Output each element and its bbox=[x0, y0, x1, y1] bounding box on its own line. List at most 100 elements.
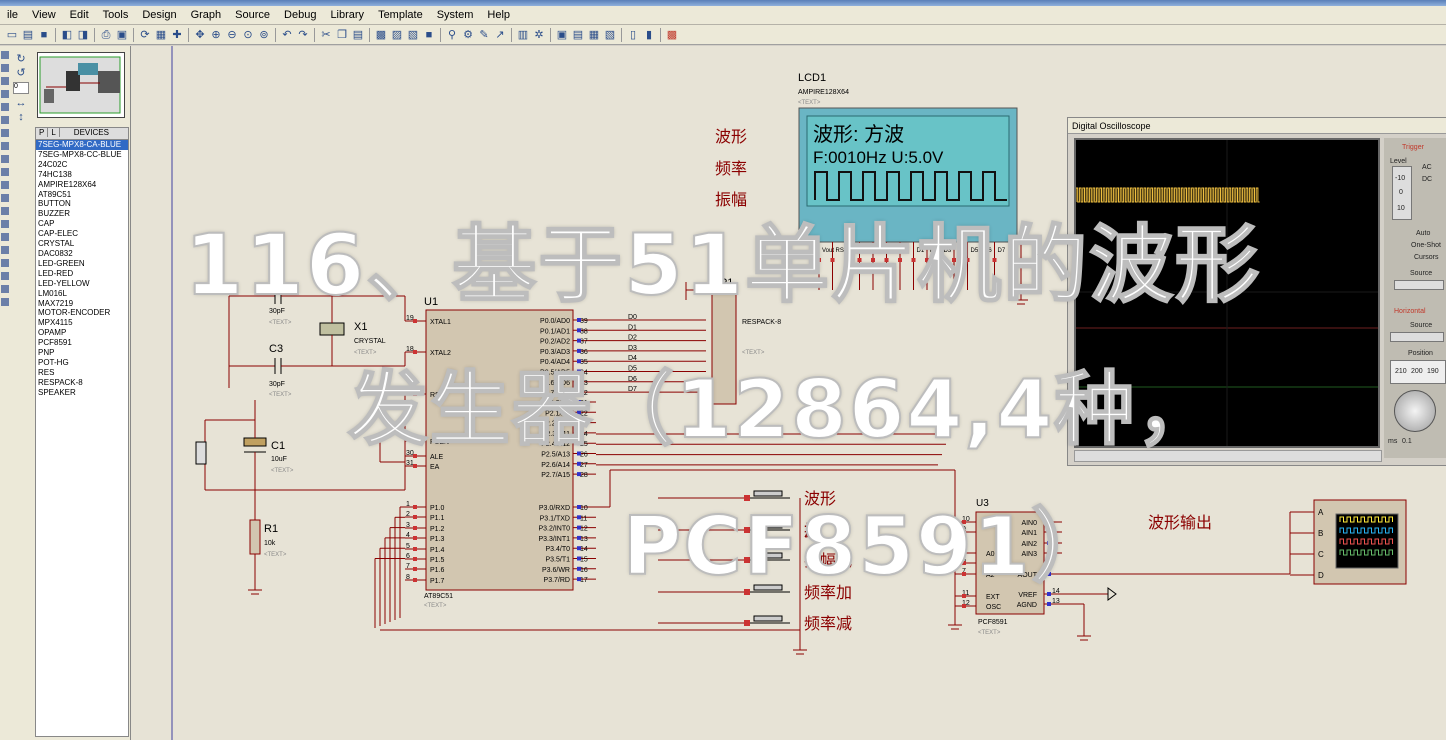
sub-sheet-icon[interactable]: ▮ bbox=[645, 28, 653, 41]
device-list-item[interactable]: RES bbox=[38, 367, 55, 377]
voltage-probe-icon[interactable] bbox=[1, 207, 9, 215]
pick-device-icon[interactable]: ⚲ bbox=[447, 28, 457, 41]
device-list-item[interactable]: PCF8591 bbox=[38, 338, 72, 348]
device-list-item[interactable]: 24C02C bbox=[38, 159, 68, 169]
junction-mode-icon[interactable] bbox=[1, 77, 9, 85]
block-delete-icon[interactable]: ■ bbox=[425, 28, 433, 41]
menu-item-graph[interactable]: Graph bbox=[190, 9, 222, 21]
auto-button[interactable]: Auto bbox=[1416, 230, 1431, 237]
redo-icon[interactable]: ↷ bbox=[298, 28, 308, 41]
export-icon[interactable]: ◨ bbox=[77, 28, 89, 41]
wire-autoroute-icon[interactable]: ↗ bbox=[495, 28, 505, 41]
device-list-item[interactable]: AT89C51 bbox=[38, 189, 72, 199]
device-list-item[interactable]: CAP-ELEC bbox=[38, 229, 79, 239]
block-copy-icon[interactable]: ▩ bbox=[375, 28, 387, 41]
pan-icon[interactable]: ✥ bbox=[195, 28, 205, 41]
device-list-item[interactable]: RESPACK-8 bbox=[38, 377, 83, 387]
rotate-cw-icon[interactable]: ↻ bbox=[16, 53, 26, 65]
device-list-item[interactable]: LED-GREEN bbox=[38, 258, 85, 268]
device-list-item[interactable]: LED-RED bbox=[38, 268, 74, 278]
device-list-item[interactable]: OPAMP bbox=[38, 328, 67, 338]
device-list-item[interactable]: POT-HG bbox=[38, 357, 69, 367]
search-tag-icon[interactable]: ✲ bbox=[534, 28, 544, 41]
zoom-out-icon[interactable]: ⊖ bbox=[227, 28, 237, 41]
arc-draw-icon[interactable] bbox=[1, 285, 9, 293]
zoom-in-icon[interactable]: ⊕ bbox=[211, 28, 221, 41]
menu-item-view[interactable]: View bbox=[32, 9, 56, 21]
wire-label-mode-icon[interactable] bbox=[1, 90, 9, 98]
graph-mode-icon[interactable] bbox=[1, 168, 9, 176]
pcb-layout-icon[interactable]: ▧ bbox=[604, 28, 616, 41]
device-list-item[interactable]: CAP bbox=[38, 219, 55, 229]
menu-item-edit[interactable]: Edit bbox=[69, 9, 89, 21]
rotation-angle-field[interactable]: 0 bbox=[13, 82, 29, 94]
tape-mode-icon[interactable] bbox=[1, 181, 9, 189]
make-device-icon[interactable]: ⚙ bbox=[463, 28, 473, 41]
menu-item-ile[interactable]: ile bbox=[7, 9, 19, 21]
save-icon[interactable]: ■ bbox=[40, 28, 48, 41]
menu-item-system[interactable]: System bbox=[436, 9, 474, 21]
current-probe-icon[interactable] bbox=[1, 220, 9, 228]
path-draw-icon[interactable] bbox=[1, 298, 9, 306]
block-rotate-icon[interactable]: ▧ bbox=[407, 28, 419, 41]
selection-mode-icon[interactable] bbox=[1, 51, 9, 59]
device-list-item[interactable]: BUTTON bbox=[38, 199, 71, 209]
mirror-x-icon[interactable]: ↔ bbox=[15, 97, 27, 109]
device-list-item[interactable]: LED-YELLOW bbox=[38, 278, 90, 288]
device-list-item[interactable]: SPEAKER bbox=[38, 387, 76, 397]
sheet-icon[interactable]: ▯ bbox=[629, 28, 637, 41]
origin-icon[interactable]: ✚ bbox=[172, 28, 182, 41]
device-list-item[interactable]: MAX7219 bbox=[38, 298, 74, 308]
circle-draw-icon[interactable] bbox=[1, 272, 9, 280]
device-list-item[interactable]: BUZZER bbox=[38, 209, 70, 219]
box-draw-icon[interactable] bbox=[1, 259, 9, 267]
cut-icon[interactable]: ✂ bbox=[321, 28, 331, 41]
overview-window[interactable] bbox=[37, 52, 125, 118]
digital-oscilloscope-window[interactable]: Digital Oscilloscope Trigger Level -10 0… bbox=[1067, 117, 1446, 466]
timebase-knob[interactable] bbox=[1394, 390, 1436, 432]
terminal-mode-icon[interactable] bbox=[1, 142, 9, 150]
menu-item-debug[interactable]: Debug bbox=[284, 9, 317, 21]
menu-item-design[interactable]: Design bbox=[142, 9, 177, 21]
device-list-item[interactable]: AMPIRE128X64 bbox=[38, 179, 97, 189]
line-draw-icon[interactable] bbox=[1, 246, 9, 254]
menu-item-library[interactable]: Library bbox=[330, 9, 365, 21]
device-list-item[interactable]: 7SEG-MPX8-CC-BLUE bbox=[38, 149, 122, 159]
property-assign-icon[interactable]: ▥ bbox=[517, 28, 529, 41]
virtual-instrument-icon[interactable] bbox=[1, 233, 9, 241]
device-list-item[interactable]: LM016L bbox=[38, 288, 67, 298]
electrical-check-icon[interactable]: ▦ bbox=[588, 28, 600, 41]
paste-icon[interactable]: ▤ bbox=[352, 28, 364, 41]
mirror-y-icon[interactable]: ↕ bbox=[18, 111, 24, 123]
zoom-all-icon[interactable]: ⊙ bbox=[243, 28, 253, 41]
one-shot-button[interactable]: One-Shot bbox=[1411, 242, 1441, 249]
component-mode-icon[interactable] bbox=[1, 64, 9, 72]
copy-icon[interactable]: ❐ bbox=[337, 28, 347, 41]
import-icon[interactable]: ◧ bbox=[61, 28, 73, 41]
menu-item-template[interactable]: Template bbox=[378, 9, 423, 21]
bus-mode-icon[interactable] bbox=[1, 116, 9, 124]
rotate-ccw-icon[interactable]: ↺ bbox=[16, 67, 26, 79]
netlist-icon[interactable]: ▣ bbox=[556, 28, 568, 41]
block-move-icon[interactable]: ▨ bbox=[391, 28, 403, 41]
bill-of-materials-icon[interactable]: ▤ bbox=[572, 28, 584, 41]
pick-from-library-tab[interactable]: P bbox=[36, 128, 49, 137]
device-list-item[interactable]: DAC0832 bbox=[38, 248, 73, 258]
pin-mode-icon[interactable] bbox=[1, 155, 9, 163]
ares-icon[interactable]: ▩ bbox=[666, 28, 678, 41]
subcircuit-mode-icon[interactable] bbox=[1, 129, 9, 137]
grid-icon[interactable]: ▦ bbox=[155, 28, 167, 41]
print-icon[interactable]: ⎙ bbox=[101, 28, 111, 41]
menu-item-tools[interactable]: Tools bbox=[102, 9, 129, 21]
cursors-button[interactable]: Cursors bbox=[1414, 254, 1439, 261]
oscilloscope-scrollbar[interactable] bbox=[1074, 450, 1382, 462]
generator-mode-icon[interactable] bbox=[1, 194, 9, 202]
menu-item-source[interactable]: Source bbox=[235, 9, 271, 21]
device-list-item[interactable]: 7SEG-MPX8-CA-BLUE bbox=[36, 140, 128, 150]
menu-item-help[interactable]: Help bbox=[487, 9, 511, 21]
device-list-item[interactable]: MPX4115 bbox=[38, 318, 73, 328]
horizontal-position-dial[interactable]: 210 200 190 bbox=[1390, 360, 1446, 384]
new-file-icon[interactable]: ▭ bbox=[6, 28, 18, 41]
